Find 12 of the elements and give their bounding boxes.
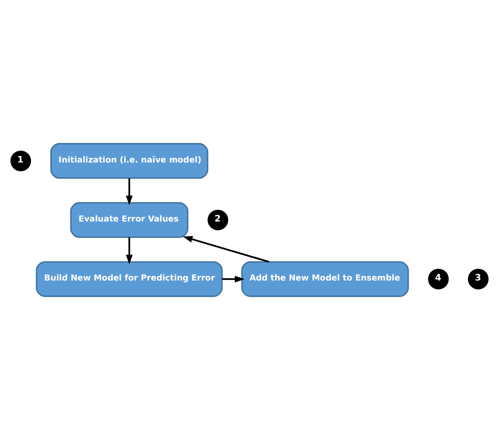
node-circle: 2 bbox=[208, 209, 228, 230]
node-circle: 4 bbox=[428, 268, 449, 289]
node-box: Initialization (i.e. naïve model) bbox=[50, 142, 208, 178]
arrow bbox=[126, 178, 133, 205]
node-box: Evaluate Error Values bbox=[70, 202, 188, 238]
node-box: Add the New Model to Ensemble bbox=[241, 260, 409, 296]
arrow bbox=[126, 236, 133, 264]
node-box: Build New Model for Predicting Error bbox=[36, 260, 223, 296]
arrow bbox=[222, 275, 244, 282]
node-circle: 3 bbox=[468, 268, 489, 289]
node-circle: 1 bbox=[10, 150, 32, 171]
arrow bbox=[182, 235, 270, 262]
